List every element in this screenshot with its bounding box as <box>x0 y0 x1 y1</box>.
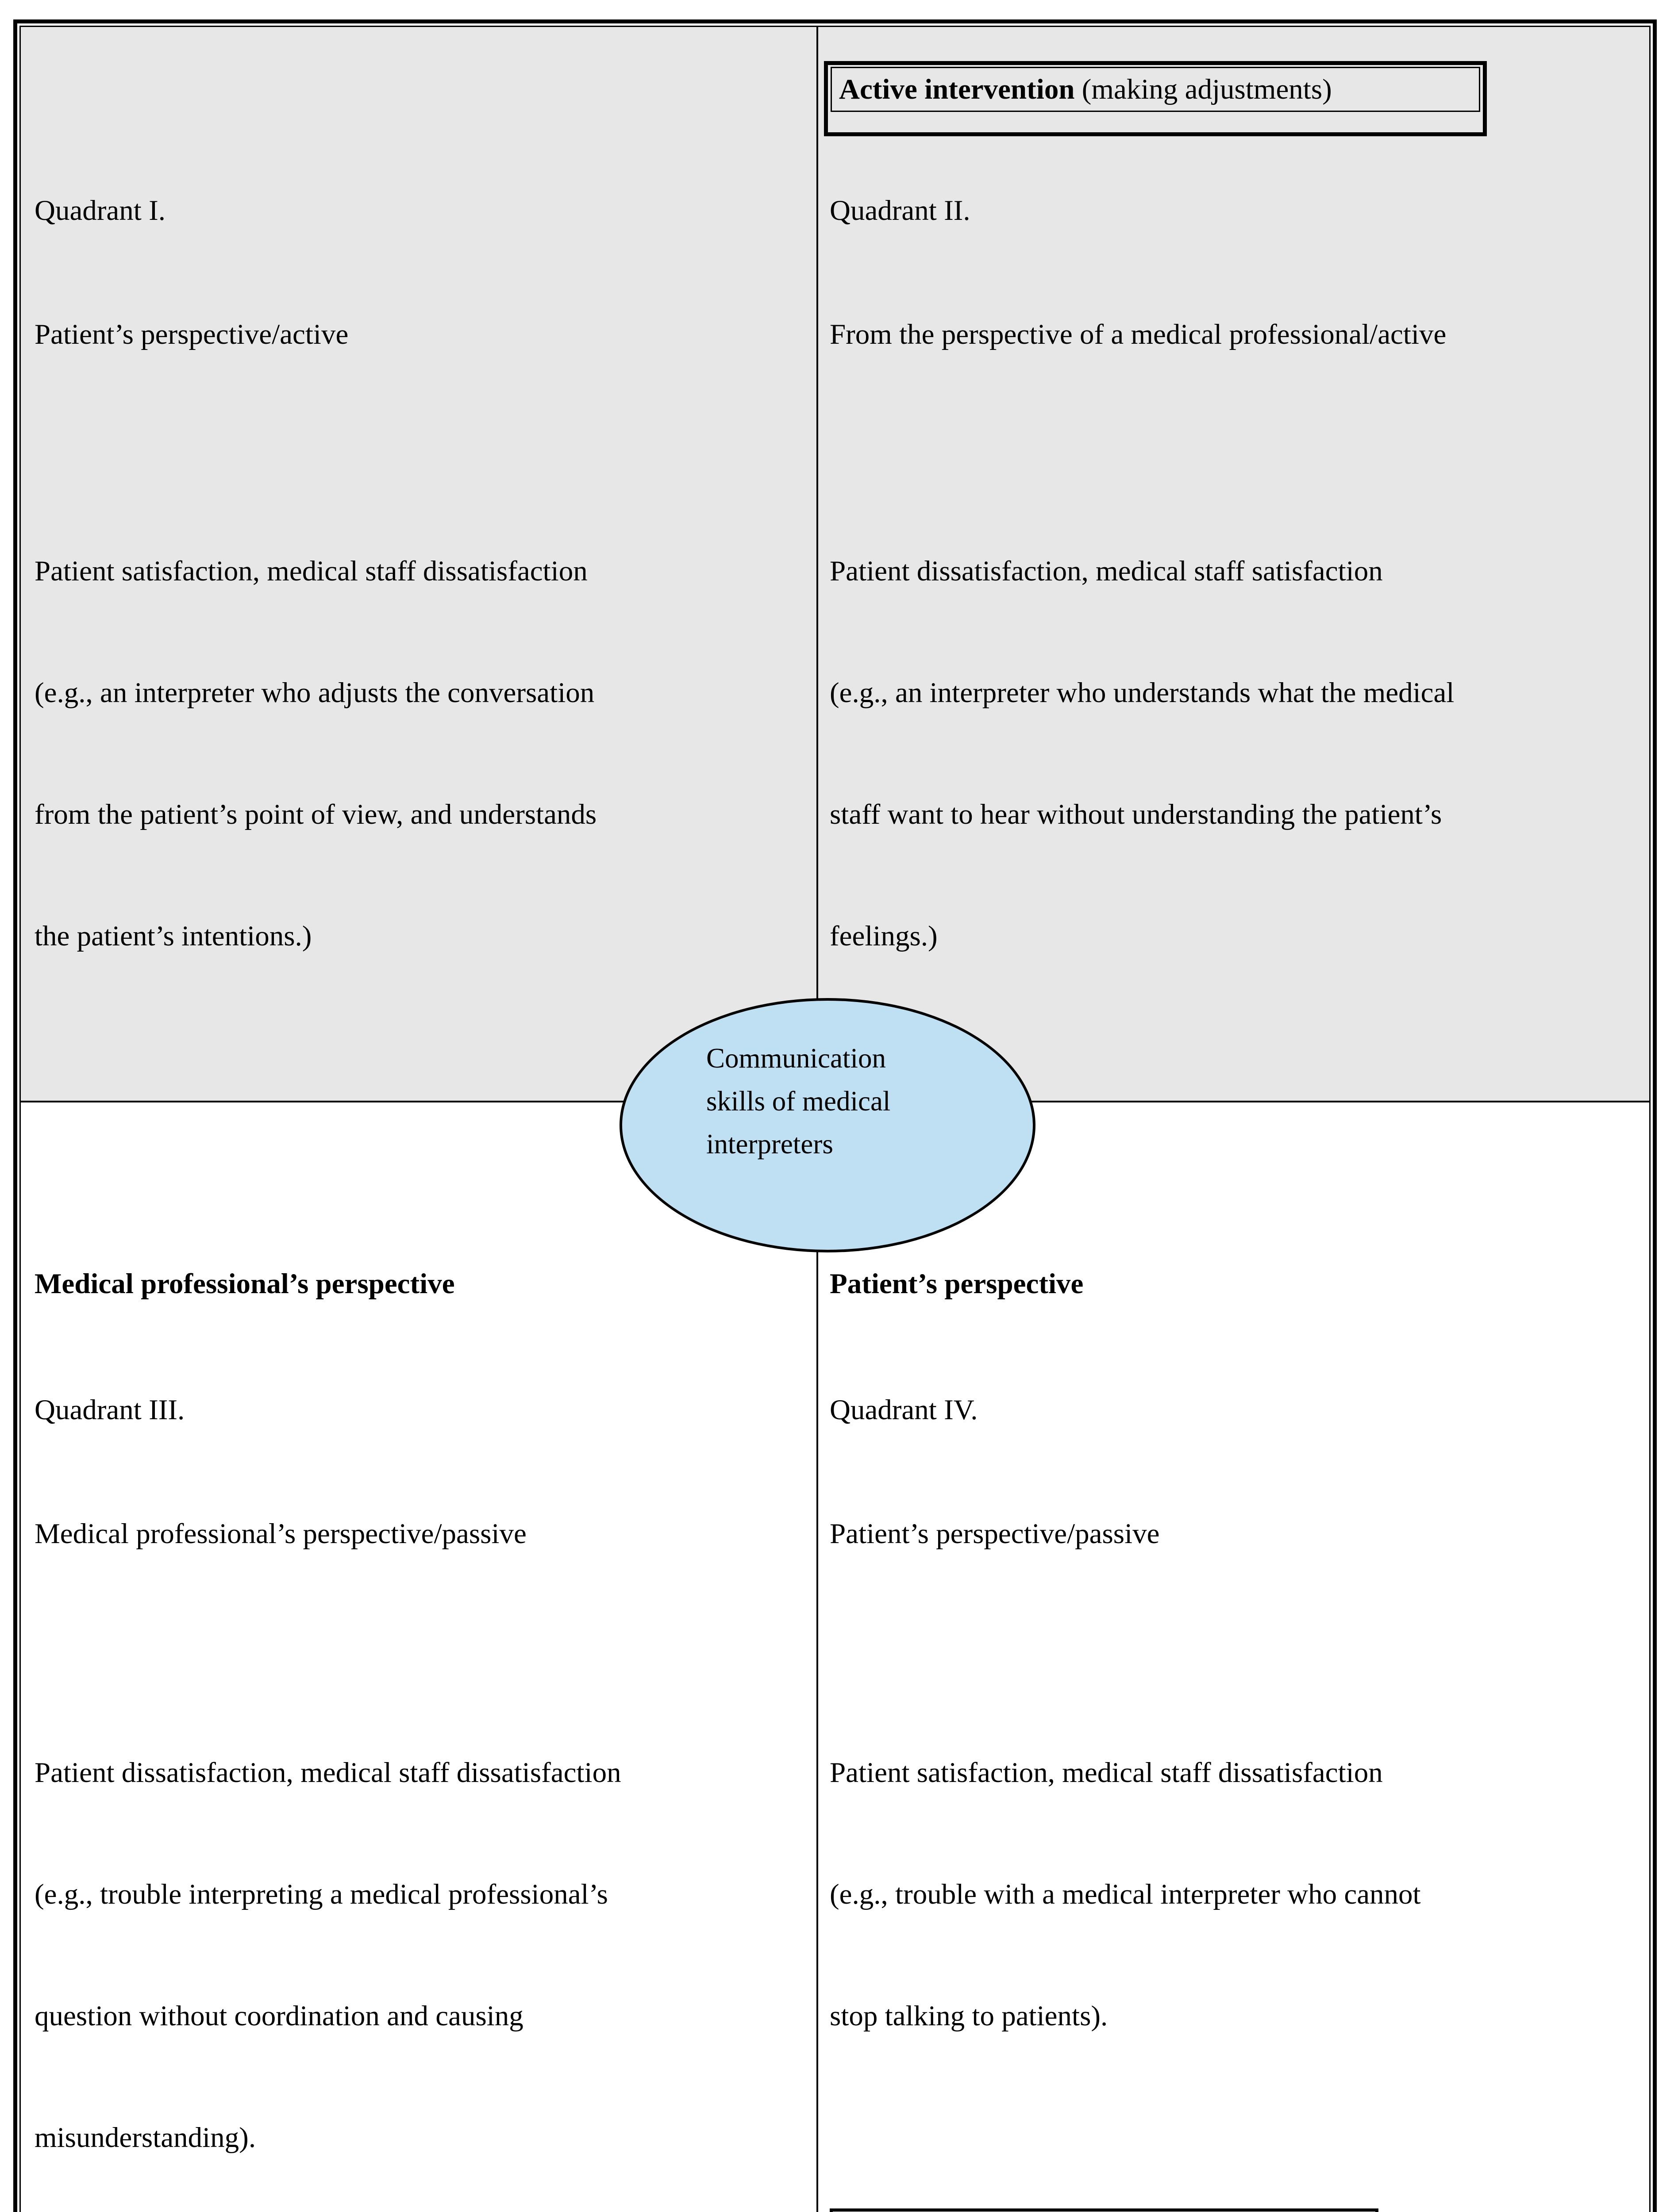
quadrant-2: Active intervention (making adjustments)… <box>818 27 1649 1101</box>
quadrant-3-title: Quadrant III. <box>35 1394 185 1426</box>
quadrant-3-body-line: Patient dissatisfaction, medical staff d… <box>35 1757 621 1789</box>
quadrant-2-title: Quadrant II. <box>830 195 970 227</box>
quadrant-3-body-line: misunderstanding). <box>35 2122 256 2154</box>
quadrant-4: Patient’s perspective Quadrant IV. Patie… <box>818 1102 1649 2212</box>
quadrant-1-body-line: from the patient’s point of view, and un… <box>35 799 597 830</box>
quadrant-4-subtitle: Patient’s perspective/passive <box>830 1518 1160 1550</box>
quadrant-1-body-line: (e.g., an interpreter who adjusts the co… <box>35 677 595 709</box>
quadrant-3-body-line: (e.g., trouble interpreting a medical pr… <box>35 1878 608 1910</box>
quadrant-1-body-line: the patient’s intentions.) <box>35 920 312 952</box>
quadrant-1-body-line: Patient satisfaction, medical staff diss… <box>35 555 588 587</box>
quadrant-1-subtitle: Patient’s perspective/active <box>35 319 349 350</box>
quadrant-2-body-line: feelings.) <box>830 920 938 952</box>
figure-frame: Quadrant I. Patient’s perspective/active… <box>13 19 1657 2212</box>
quadrant-2-body-line: staff want to hear without understanding… <box>830 799 1442 830</box>
quadrant-3-header: Medical professional’s perspective <box>35 1268 455 1300</box>
center-ellipse-line: skills of medical <box>706 1086 891 1117</box>
active-intervention-label-rest: (making adjustments) <box>1074 73 1332 105</box>
center-ellipse-line: Communication <box>706 1043 886 1074</box>
quadrant-4-title: Quadrant IV. <box>830 1394 978 1426</box>
center-ellipse-text: Communication skills of medical interpre… <box>706 1037 890 1166</box>
quadrant-4-header: Patient’s perspective <box>830 1268 1084 1300</box>
quadrant-3-subtitle: Medical professional’s perspective/passi… <box>35 1518 527 1550</box>
quadrant-2-subtitle: From the perspective of a medical profes… <box>830 319 1447 350</box>
active-intervention-label-bold: Active intervention <box>839 73 1075 105</box>
quadrant-2-body-line: Patient dissatisfaction, medical staff s… <box>830 555 1383 587</box>
figure-inner-border: Quadrant I. Patient’s perspective/active… <box>19 26 1651 2212</box>
quadrant-4-body-line: stop talking to patients). <box>830 2000 1108 2032</box>
upper-half-background <box>21 27 1649 1101</box>
quadrant-3: Medical professional’s perspective Quadr… <box>21 1102 816 2212</box>
quadrant-1: Quadrant I. Patient’s perspective/active… <box>21 27 816 1101</box>
quadrant-1-title: Quadrant I. <box>35 195 165 227</box>
active-intervention-label: Active intervention (making adjustments) <box>831 67 1480 112</box>
passive-observation-box: Passive observation (no adjustments) <box>830 2208 1378 2212</box>
center-ellipse: Communication skills of medical interpre… <box>620 998 1035 1252</box>
active-intervention-box: Active intervention (making adjustments) <box>824 61 1487 136</box>
center-ellipse-line: interpreters <box>706 1129 833 1160</box>
quadrant-2-body-line: (e.g., an interpreter who understands wh… <box>830 677 1455 709</box>
quadrant-3-body-line: question without coordination and causin… <box>35 2000 523 2032</box>
quadrant-4-body-line: Patient satisfaction, medical staff diss… <box>830 1757 1383 1789</box>
quadrant-4-body-line: (e.g., trouble with a medical interprete… <box>830 1878 1421 1910</box>
